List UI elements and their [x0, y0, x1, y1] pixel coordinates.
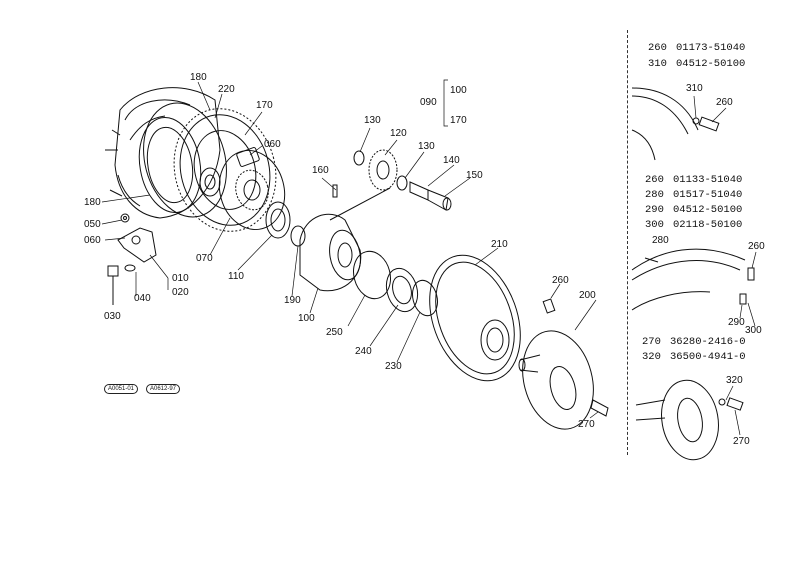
callout-130a: 130	[364, 115, 381, 126]
circlip-190-drawing	[290, 225, 306, 247]
cover-210-drawing	[429, 254, 521, 382]
callout-230: 230	[385, 361, 402, 372]
detail-a-callout-260: 260	[716, 97, 733, 108]
ref-code-right: A0612-97	[146, 384, 181, 394]
callout-180a: 180	[190, 72, 207, 83]
detail-c-callout-320: 320	[726, 375, 743, 386]
callout-030: 030	[104, 311, 121, 322]
callout-210: 210	[491, 239, 508, 250]
callout-010: 010	[172, 273, 189, 284]
detail-a-row-2-number: 04512-50100	[676, 58, 746, 70]
detail-b-row-1-number: 01133-51040	[673, 174, 743, 186]
callout-140: 140	[443, 155, 460, 166]
callout-060b: 060	[264, 139, 281, 150]
seal-230-drawing	[412, 279, 438, 317]
hub-body-drawing	[299, 184, 362, 292]
callout-250: 250	[326, 327, 343, 338]
snap-ring-drawing	[143, 102, 227, 218]
detail-a-row-2-ref: 310	[648, 58, 667, 70]
planet-carrier-drawing	[218, 147, 286, 231]
callout-090: 090	[420, 97, 437, 108]
detail-b-row-2-ref: 280	[645, 189, 664, 201]
callout-260: 260	[552, 275, 569, 286]
detail-c-callout-270: 270	[733, 436, 750, 447]
detail-c-row-2-number: 36500-4941-0	[670, 351, 746, 363]
callout-120: 120	[390, 128, 407, 139]
detail-b-row-3-ref: 290	[645, 204, 664, 216]
ring-gear-drawing	[173, 108, 277, 232]
ring-250-drawing	[353, 250, 391, 300]
callout-110: 110	[228, 271, 244, 282]
detail-a-drawing	[631, 87, 720, 161]
pinion-assembly-drawing	[329, 149, 452, 221]
detail-divider	[627, 30, 628, 455]
detail-b-row-4-number: 02118-50100	[673, 219, 743, 231]
detail-b-row-1-ref: 260	[645, 174, 664, 186]
detail-b-drawing	[631, 248, 755, 311]
detail-b-callout-260: 260	[748, 241, 765, 252]
callout-050: 050	[84, 219, 101, 230]
stud-270-drawing	[590, 399, 609, 417]
detail-b-callout-290: 290	[728, 317, 745, 328]
housing-drawing	[105, 87, 221, 219]
callout-020: 020	[172, 287, 189, 298]
detail-b-row-3-number: 04512-50100	[673, 204, 743, 216]
detail-c-drawing	[635, 379, 744, 461]
callout-180b: 180	[84, 197, 101, 208]
detail-c-row-2-ref: 320	[642, 351, 661, 363]
detail-c-row-1-number: 36280-2416-0	[670, 336, 746, 348]
callout-060a: 060	[84, 235, 101, 246]
detail-b-callout-300: 300	[745, 325, 762, 336]
axle-flange-200-drawing	[518, 330, 594, 430]
callout-160: 160	[312, 165, 329, 176]
detail-c-row-1-ref: 270	[642, 336, 661, 348]
bearing-240-drawing	[385, 267, 419, 313]
detail-a-row-1-number: 01173-51040	[676, 42, 746, 54]
callout-270: 270	[578, 419, 595, 430]
detail-a-callout-310: 310	[686, 83, 703, 94]
callout-070: 070	[196, 253, 213, 264]
fork-bracket-drawing	[107, 213, 157, 305]
detail-b-row-2-number: 01517-51040	[673, 189, 743, 201]
callout-090-100: 100	[450, 85, 467, 96]
bolt-260-drawing	[542, 298, 556, 314]
callout-090-170: 170	[450, 115, 467, 126]
callout-200: 200	[579, 290, 596, 301]
callout-190: 190	[284, 295, 301, 306]
detail-b-callout-280: 280	[652, 235, 669, 246]
detail-a-row-1-ref: 260	[648, 42, 667, 54]
callout-170: 170	[256, 100, 273, 111]
callout-220: 220	[218, 84, 235, 95]
ref-code-left: A0051-01	[104, 384, 139, 394]
bearing-110-drawing	[265, 201, 291, 239]
callout-150: 150	[466, 170, 483, 181]
callout-100: 100	[298, 313, 315, 324]
callout-040: 040	[134, 293, 151, 304]
detail-b-row-4-ref: 300	[645, 219, 664, 231]
callout-240: 240	[355, 346, 372, 357]
callout-130b: 130	[418, 141, 435, 152]
leader-lines	[101, 79, 757, 436]
